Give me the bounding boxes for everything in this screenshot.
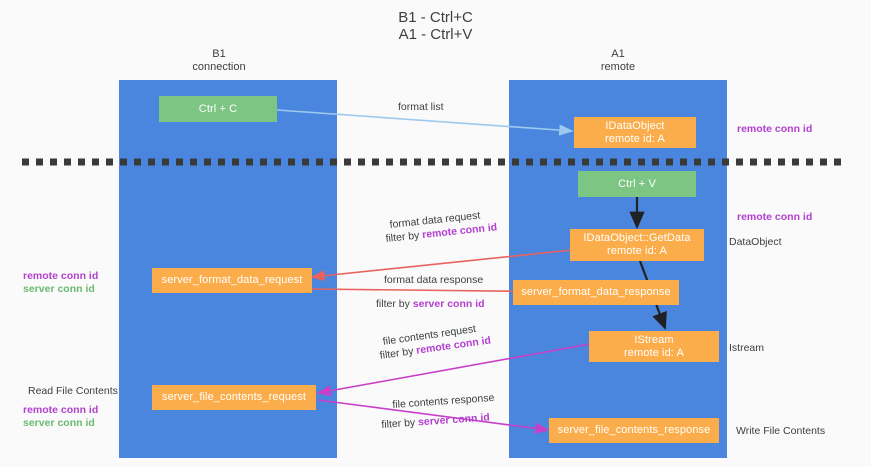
node-server-file-contents-request-label: server_file_contents_request: [161, 391, 307, 403]
annotation-left-server-conn-id-mid: server conn id: [23, 283, 95, 295]
node-idataobject-line2: remote id: A: [605, 132, 665, 145]
annotation-right-write-file-contents: Write File Contents: [736, 425, 826, 437]
diagram-title-line1: B1 - Ctrl+C: [398, 9, 473, 26]
node-ctrl-v-label: Ctrl + V: [618, 177, 656, 190]
edge-label-format-data-response-filter: filter by server conn id: [376, 298, 485, 311]
filter-prefix: filter by: [381, 416, 419, 431]
node-server-format-data-request[interactable]: server_format_data_request: [152, 268, 312, 293]
filter-key-server-conn-id: server conn id: [412, 298, 485, 310]
annotation-right-istream: Istream: [729, 342, 765, 354]
annotation-right-remote-conn-id-top: remote conn id: [737, 123, 813, 135]
filter-prefix: filter by: [376, 298, 413, 310]
node-istream[interactable]: IStream remote id: A: [589, 331, 719, 362]
node-getdata-line2: remote id: A: [607, 245, 667, 257]
lane-header-b1-subtitle: connection: [192, 61, 246, 73]
annotation-right-dataobject: DataObject: [729, 236, 782, 248]
node-ctrl-v[interactable]: Ctrl + V: [578, 171, 696, 197]
node-server-format-data-response-label: server_format_data_response: [521, 286, 671, 298]
diagram-title-line2: A1 - Ctrl+V: [398, 26, 473, 43]
node-ctrl-c[interactable]: Ctrl + C: [159, 96, 277, 122]
node-getdata-line1: IDataObject::GetData: [583, 232, 691, 244]
node-server-format-data-response[interactable]: server_format_data_response: [513, 280, 679, 305]
node-idataobject-line1: IDataObject: [605, 119, 665, 132]
node-istream-line2: remote id: A: [624, 346, 684, 359]
annotation-left-read-file-contents: Read File Contents: [28, 385, 118, 397]
lane-header-a1-subtitle: remote: [600, 61, 636, 73]
node-ctrl-c-label: Ctrl + C: [198, 102, 238, 115]
annotation-left-server-conn-id-bottom: server conn id: [23, 417, 95, 429]
annotation-right-remote-conn-id-mid: remote conn id: [737, 211, 813, 223]
node-server-file-contents-response[interactable]: server_file_contents_response: [549, 418, 719, 443]
node-idataobject[interactable]: IDataObject remote id: A: [574, 117, 696, 148]
node-idataobject-getdata[interactable]: IDataObject::GetData remote id: A: [570, 229, 704, 261]
lane-header-a1-name: A1: [611, 48, 625, 60]
filter-prefix: filter by: [385, 229, 423, 245]
annotation-left-remote-conn-id-bottom: remote conn id: [23, 404, 99, 416]
annotation-left-remote-conn-id-mid: remote conn id: [23, 270, 99, 282]
edge-label-file-contents-response-filter: filter by server conn id: [381, 411, 490, 432]
node-istream-line1: IStream: [634, 333, 674, 346]
lane-header-b1-name: B1: [212, 48, 226, 60]
edge-label-format-list: format list: [398, 101, 444, 113]
node-server-file-contents-response-label: server_file_contents_response: [557, 424, 711, 436]
filter-key-server-conn-id: server conn id: [417, 411, 491, 429]
node-server-file-contents-request[interactable]: server_file_contents_request: [152, 385, 316, 410]
edge-label-format-data-response: format data response: [384, 274, 484, 286]
edge-label-file-contents-response: file contents response: [392, 391, 495, 411]
node-server-format-data-request-label: server_format_data_request: [161, 274, 303, 286]
